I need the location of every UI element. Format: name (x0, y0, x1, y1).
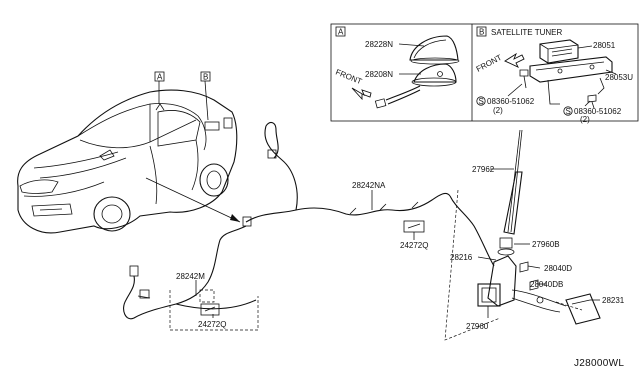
satellite-tuner-box (539, 39, 579, 64)
part-label-28242M: 28242M (176, 272, 205, 281)
location-arrow (145, 177, 241, 223)
diagram-code: J28000WL (574, 358, 624, 369)
bolt-right (587, 94, 597, 109)
svg-text:B: B (203, 73, 208, 82)
dashed-group-lines (169, 189, 583, 341)
inset-b-title: SATELLITE TUNER (491, 28, 563, 37)
front-arrow-b: FRONT (475, 53, 525, 74)
inset-a-tag: A (335, 26, 346, 37)
car-marker-b: B (200, 71, 211, 121)
shark-fin-cover (409, 35, 460, 65)
svg-text:FRONT: FRONT (334, 68, 363, 87)
part-label-24272Q-upper: 24272Q (400, 241, 428, 250)
part-label-28208N: 28208N (365, 70, 393, 79)
svg-text:S: S (479, 97, 484, 106)
part-label-27962: 27962 (472, 165, 495, 174)
svg-text:FRONT: FRONT (475, 53, 504, 74)
inset-b-tag: B (476, 26, 487, 37)
bolt-left (519, 69, 529, 89)
insets-frame (330, 23, 639, 122)
harness-28242NA (242, 121, 451, 227)
car-marker-a: A (154, 71, 165, 104)
part-label-28040DB: 28040DB (530, 280, 563, 289)
tuner-bracket (529, 56, 613, 105)
part-label-28216: 28216 (450, 253, 473, 262)
antenna-base-assembly (374, 63, 457, 109)
svg-text:B: B (479, 28, 484, 37)
part-label-27960B: 27960B (532, 240, 560, 249)
car-illustration (17, 89, 238, 234)
leader-lines (195, 168, 600, 318)
inset-b: B SATELLITE TUNER (475, 26, 633, 124)
antenna-assembly (449, 129, 601, 325)
svg-text:S: S (566, 107, 571, 116)
inset-a: A 28228N 28208N FRONT (334, 26, 460, 109)
bolt-callout-right: S 08360-51062 (2) (563, 100, 622, 124)
clip-pad-upper (403, 220, 425, 233)
clip-pad-lower (200, 303, 220, 316)
harness-28242M (123, 225, 257, 320)
part-label-24272Q-lower: 24272Q (198, 320, 226, 329)
part-label-28051: 28051 (593, 41, 616, 50)
svg-text:(2): (2) (580, 115, 590, 124)
svg-text:(2): (2) (493, 106, 503, 115)
part-label-28231: 28231 (602, 296, 625, 305)
bolt-callout-left: S 08360-51062 (2) (476, 83, 535, 115)
part-label-28053U: 28053U (605, 73, 633, 82)
part-label-28040D: 28040D (544, 264, 572, 273)
part-label-28242NA: 28242NA (352, 181, 386, 190)
part-label-27960: 27960 (466, 322, 489, 331)
part-label-28228N: 28228N (365, 40, 393, 49)
svg-text:A: A (338, 28, 344, 37)
svg-text:A: A (157, 73, 163, 82)
svg-text:08360-51062: 08360-51062 (574, 107, 622, 116)
svg-text:08360-51062: 08360-51062 (487, 97, 535, 106)
